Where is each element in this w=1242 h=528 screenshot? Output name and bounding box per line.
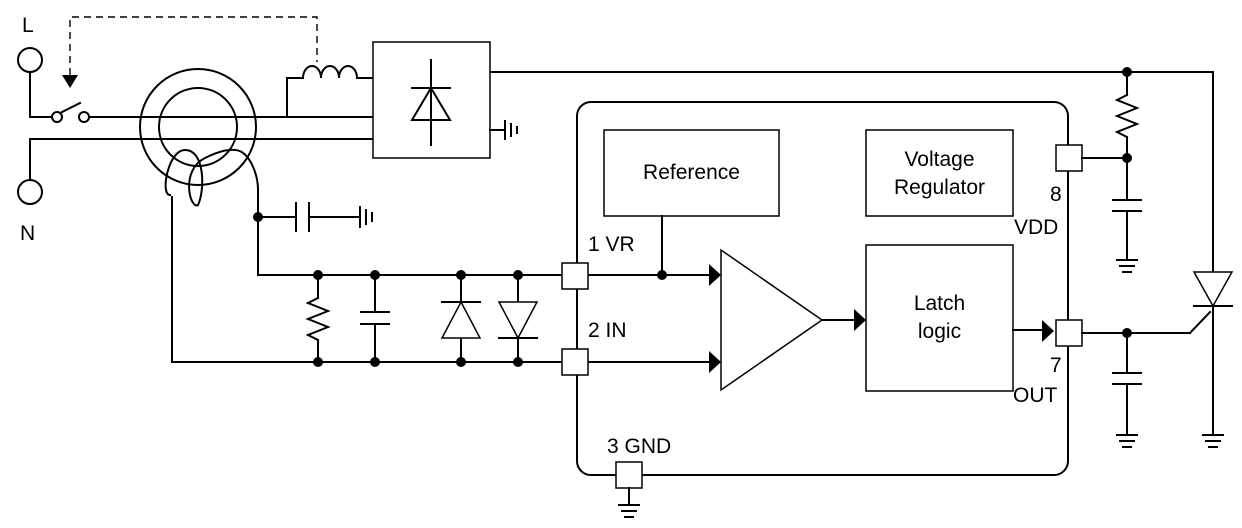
latch-logic-label-line1: Latch bbox=[913, 292, 966, 315]
breaker-switch bbox=[51, 101, 142, 123]
signal-arrows bbox=[709, 264, 1054, 373]
terminal-l-label: L bbox=[22, 14, 34, 37]
voltage-regulator-block bbox=[865, 129, 1014, 217]
pin-7-out bbox=[1055, 319, 1083, 347]
junction-dots bbox=[253, 67, 1132, 367]
voltage-regulator-label-line1: Voltage bbox=[904, 148, 975, 171]
pin-2-label: 2 IN bbox=[588, 319, 627, 342]
burden-resistor bbox=[305, 274, 331, 363]
vdd-capacitor bbox=[1112, 157, 1142, 273]
vdd-dropper-resistor bbox=[1114, 71, 1140, 159]
rectifier-bridge bbox=[372, 41, 518, 159]
out-capacitor bbox=[1112, 332, 1142, 448]
pin-1-label: 1 VR bbox=[588, 233, 635, 256]
terminal-l bbox=[17, 47, 53, 118]
mechanical-linkage bbox=[62, 16, 318, 88]
terminal-n-label: N bbox=[20, 222, 36, 245]
input-capacitor bbox=[360, 274, 390, 363]
pin-7-number: 7 bbox=[1050, 354, 1062, 377]
terminal-n bbox=[17, 138, 43, 205]
current-transformer bbox=[139, 68, 260, 207]
pin-8-vdd bbox=[1055, 144, 1083, 172]
trip-coil bbox=[286, 65, 374, 118]
pin-2-in bbox=[561, 348, 589, 376]
clamp-diode-up bbox=[440, 274, 482, 363]
latch-logic-label-line2: logic bbox=[917, 320, 962, 343]
reference-label: Reference bbox=[643, 161, 740, 184]
latch-logic-block bbox=[865, 244, 1014, 392]
pin-7-name: OUT bbox=[1013, 384, 1058, 407]
scr-thyristor bbox=[1188, 71, 1234, 448]
voltage-regulator-label-line2: Regulator bbox=[893, 176, 986, 199]
pin-3-label: 3 GND bbox=[607, 435, 672, 458]
pin-8-name: VDD bbox=[1014, 216, 1059, 239]
reference-block bbox=[603, 129, 780, 217]
comparator bbox=[720, 248, 824, 392]
gnd-pin-ground bbox=[618, 487, 640, 518]
clamp-diode-down bbox=[497, 274, 539, 363]
filter-capacitor bbox=[257, 202, 373, 232]
pin-8-number: 8 bbox=[1050, 183, 1062, 206]
pin-1-vr bbox=[561, 262, 589, 290]
pin-3-gnd bbox=[615, 461, 643, 489]
